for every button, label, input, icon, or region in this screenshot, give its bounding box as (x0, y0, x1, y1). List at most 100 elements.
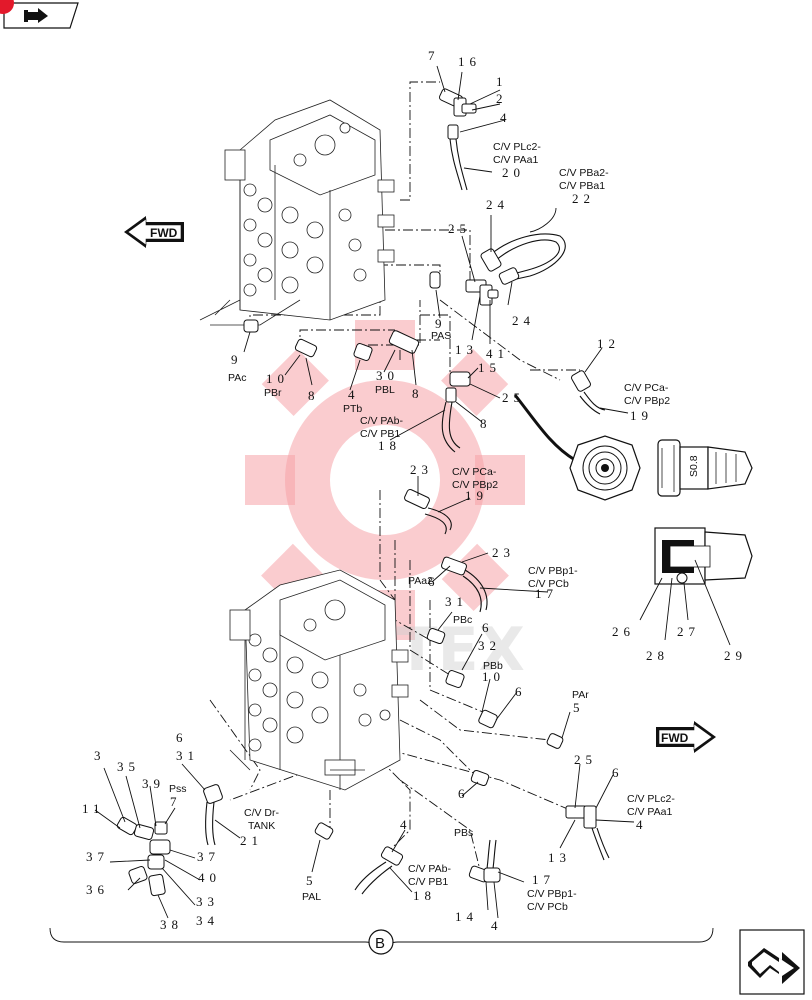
label-c-pba2-2: C/V PBa1 (559, 180, 605, 192)
label-pbs: PBs (454, 827, 473, 839)
part-37b: 37 (197, 849, 220, 864)
part-4b: 4 (348, 387, 360, 402)
nav-next-button[interactable] (739, 929, 805, 995)
part-41: 41 (486, 346, 509, 361)
part-5b: 5 (306, 873, 318, 888)
watermark-gear: VHTEX (245, 320, 525, 685)
part-29: 29 (724, 648, 747, 663)
fwd-arrow-right: FWD (656, 721, 716, 753)
label-c-plc2-bot-2: C/V PAa1 (627, 806, 672, 818)
part-17a: 17 (535, 586, 558, 601)
label-pbb: PBb (483, 660, 503, 672)
part-31b: 31 (176, 748, 199, 763)
upper-hoses (243, 88, 606, 535)
label-c-pab-bot-1: C/V PAb- (408, 863, 451, 875)
section-bracket: B (49, 927, 714, 955)
part-31a: 31 (445, 594, 468, 609)
part-17b: 17 (532, 872, 555, 887)
part-6b: 6 (482, 620, 494, 635)
part-18a: 18 (378, 438, 401, 453)
part-4d: 4 (400, 817, 412, 832)
fitting-detail-hex (569, 435, 641, 501)
part-30: 30 (376, 368, 399, 383)
part-19b: 19 (465, 488, 488, 503)
part-13b: 13 (548, 850, 571, 865)
part-24b: 24 (512, 313, 535, 328)
part-6c: 6 (515, 684, 527, 699)
part-16: 16 (458, 54, 481, 69)
part-35: 35 (117, 759, 140, 774)
label-c-dr-tank-2: TANK (248, 820, 275, 832)
part-27: 27 (677, 624, 700, 639)
nav-forward-button[interactable] (0, 0, 79, 29)
part-38: 38 (160, 917, 183, 932)
part-4c: 4 (636, 817, 648, 832)
part-19a: 19 (630, 408, 653, 423)
part-33: 33 (196, 894, 219, 909)
part-9a: 9 (435, 316, 447, 331)
section-letter: B (375, 935, 385, 952)
part-32: 32 (478, 638, 501, 653)
part-37a: 37 (86, 849, 109, 864)
part-24a: 24 (486, 197, 509, 212)
lower-control-valve (229, 569, 409, 791)
port-labels: C/V PLc2- C/V PAa1 C/V PBa2- C/V PBa1 PA… (169, 141, 675, 913)
label-pbl: PBL (375, 384, 395, 396)
part-10b: 10 (482, 669, 505, 684)
label-c-pbp1-bot-1: C/V PBp1- (527, 888, 577, 900)
label-ptb: PTb (343, 403, 362, 415)
part-9b: 9 (231, 352, 243, 367)
label-pal: PAL (302, 891, 321, 903)
part-14: 14 (455, 909, 478, 924)
forward-arrow-icon (24, 8, 48, 23)
lower-hoses (116, 556, 610, 897)
part-25a: 25 (448, 221, 471, 236)
part-8c: 8 (480, 416, 492, 431)
part-6a: 6 (428, 574, 440, 589)
part-6d: 6 (612, 765, 624, 780)
fitting-detail-section (639, 527, 753, 646)
part-18b: 18 (413, 888, 436, 903)
label-par: PAr (572, 689, 589, 701)
part-1: 1 (496, 74, 508, 89)
part-25c: 25 (574, 752, 597, 767)
part-8a: 8 (308, 388, 320, 403)
label-c-pab-mid-2: C/V PB1 (360, 428, 400, 440)
label-pss: Pss (169, 783, 187, 795)
section-circle (368, 929, 394, 955)
part-2: 2 (496, 91, 508, 106)
label-c-pba2-1: C/V PBa2- (559, 167, 609, 179)
fitting-marking: S0.8 (688, 455, 700, 477)
part-3: 3 (94, 748, 106, 763)
part-10a: 10 (266, 371, 289, 386)
part-7a: 7 (428, 48, 440, 63)
fwd-arrow-left: FWD (124, 216, 184, 248)
part-34: 34 (196, 913, 219, 928)
nav-badge (0, 0, 14, 14)
label-c-pca-right-2: C/V PBp2 (624, 395, 670, 407)
label-pbc: PBc (453, 614, 472, 626)
label-paa2: PAa2 (408, 575, 433, 587)
part-36: 36 (86, 882, 109, 897)
label-pbr: PBr (264, 387, 282, 399)
label-c-dr-tank-1: C/V Dr- (244, 807, 280, 819)
part-13a: 13 (455, 342, 478, 357)
part-6f: 6 (176, 730, 188, 745)
label-c-pca-mid-1: C/V PCa- (452, 466, 497, 478)
label-c-pbp1-mid-2: C/V PCb (528, 578, 569, 590)
part-28: 28 (646, 648, 669, 663)
label-c-pab-mid-1: C/V PAb- (360, 415, 403, 427)
part-5a: 5 (573, 700, 585, 715)
fitting-detail-side: S0.8 (657, 439, 753, 497)
part-6e: 6 (458, 786, 470, 801)
part-40: 40 (198, 870, 221, 885)
callout-lines (94, 65, 635, 919)
fwd-label-right: FWD (661, 731, 689, 745)
part-8b: 8 (412, 386, 424, 401)
next-page-arrow-icon (748, 948, 800, 984)
label-c-pca-right-1: C/V PCa- (624, 382, 669, 394)
part-7b: 7 (170, 794, 182, 809)
label-pas: PAS (431, 330, 451, 342)
part-21: 21 (240, 833, 263, 848)
